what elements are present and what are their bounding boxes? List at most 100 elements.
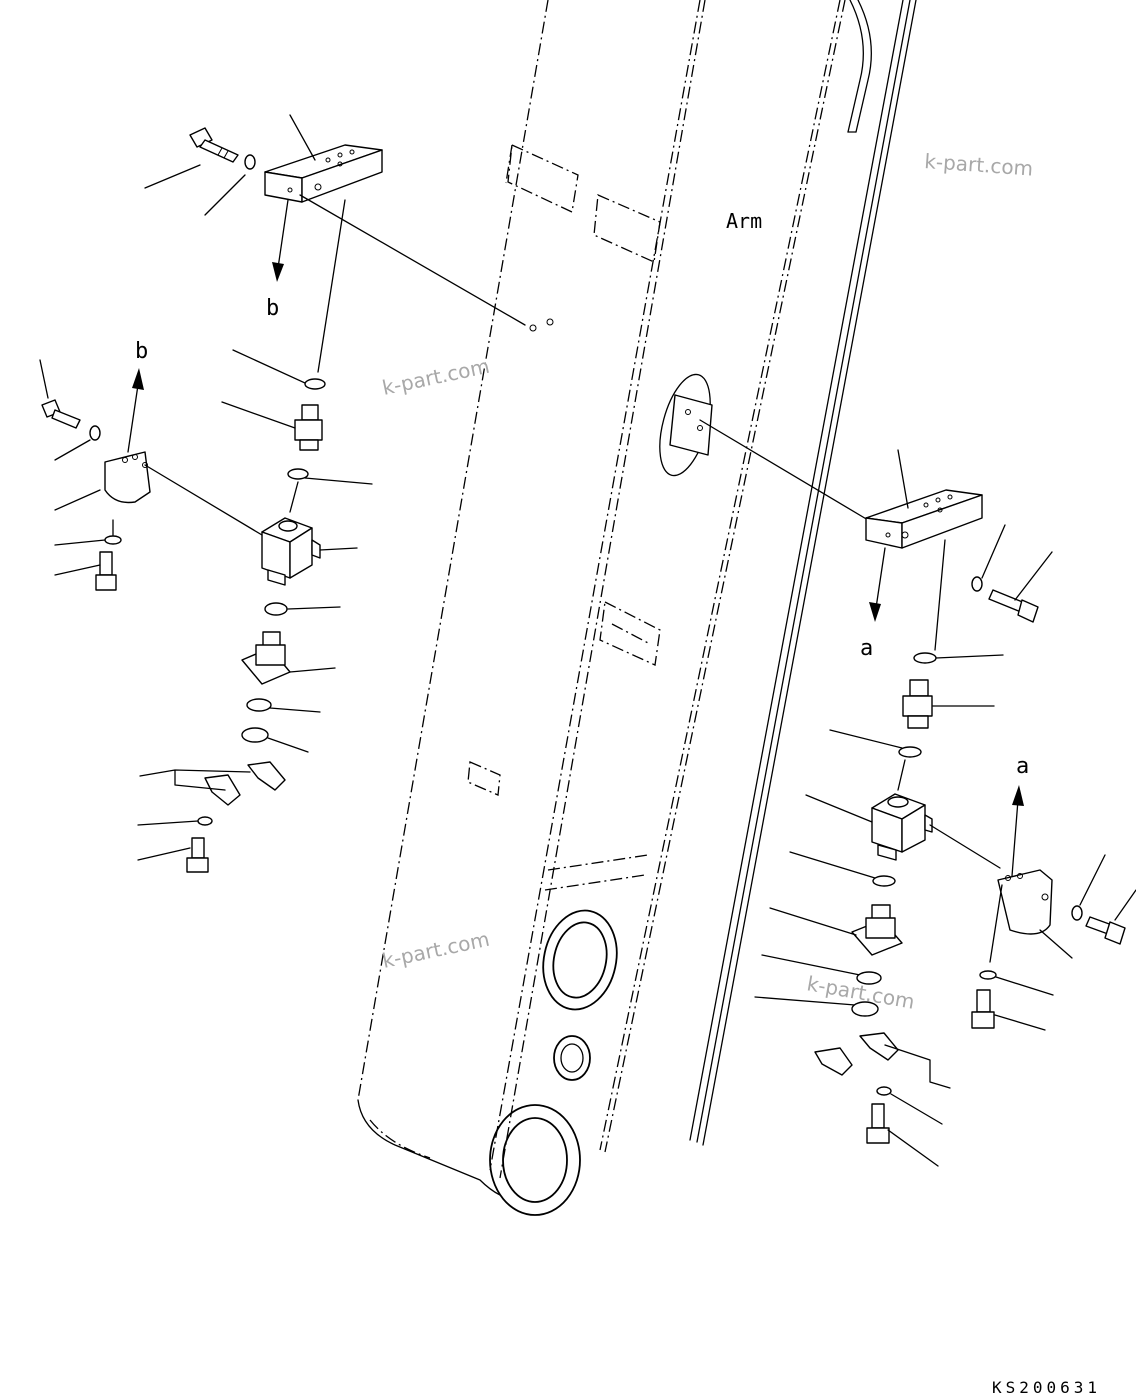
leader-line (989, 884, 1003, 963)
flange-fitting-right (851, 904, 903, 956)
leader-line (232, 349, 306, 384)
washer-small (104, 535, 122, 545)
adapter-right (902, 679, 933, 729)
label-a-upper-right: a (1016, 754, 1029, 779)
leader-line (137, 820, 199, 826)
bracket-plate-right (997, 869, 1053, 935)
arm-bracket-upper-2 (593, 194, 661, 263)
leader-line (981, 524, 1006, 579)
flange-fitting-left (241, 631, 291, 685)
arm-label: Arm (726, 209, 762, 233)
bolt-left (41, 399, 81, 429)
o-ring (287, 468, 309, 480)
leader-line (289, 481, 299, 513)
label-b-left: b (135, 339, 148, 364)
leader-line (929, 824, 1001, 869)
washer-small (876, 1086, 892, 1096)
label-b-upper: b (266, 296, 279, 321)
arm-outline (357, 0, 917, 1196)
leader-line (137, 847, 191, 861)
leader-line (897, 449, 909, 509)
leader-line (890, 1093, 943, 1125)
drawing-code: KS200631 (992, 1378, 1101, 1397)
leader-line (897, 759, 906, 791)
watermark: k-part.com (380, 927, 492, 973)
leader-line (754, 996, 856, 1006)
o-ring (872, 875, 896, 887)
o-ring (304, 378, 326, 390)
leader-line (1079, 854, 1106, 906)
leader-line (994, 1014, 1046, 1031)
leader-line (267, 737, 309, 753)
arm-bracket-mid (599, 601, 661, 666)
bolt-bracket-right (971, 989, 995, 1029)
manifold-block-right (865, 489, 983, 549)
arm-boss-small (553, 1035, 591, 1081)
washer-small (979, 970, 997, 980)
leader-line (39, 359, 49, 399)
split-flange-left (204, 761, 286, 806)
valve-right (871, 793, 933, 861)
adapter-upper-left (294, 404, 323, 451)
leader-line (829, 729, 903, 749)
arm-bracket-upper-1 (505, 144, 579, 213)
leader-bracket (884, 1044, 951, 1089)
arm-boss-large (542, 909, 618, 1011)
leader-line (287, 606, 341, 610)
manifold-block-upper (264, 144, 383, 203)
washer-small (197, 816, 213, 826)
arrow-a-up (1011, 785, 1024, 877)
leader-line (304, 477, 373, 485)
leader-line (1014, 551, 1053, 601)
seal (851, 1001, 879, 1017)
leader-line (319, 547, 358, 551)
watermark: k-part.com (380, 354, 492, 400)
arm-small-fitting (467, 761, 501, 796)
arrow-a-down (869, 547, 886, 622)
leader-line (761, 954, 861, 976)
leader-line (1039, 929, 1073, 959)
leader-line (54, 564, 101, 576)
arm-mount-hole (529, 324, 537, 332)
leader-line (769, 907, 857, 936)
bolt-upper-left (189, 127, 239, 163)
leader-line (269, 707, 321, 713)
leader-line (887, 1129, 939, 1167)
washer (89, 425, 101, 441)
o-ring (898, 746, 922, 758)
label-a-right: a (860, 636, 873, 661)
leader-line (54, 439, 91, 461)
leader-line (699, 419, 869, 521)
leader-line (934, 539, 946, 651)
split-flange-right (814, 1032, 899, 1076)
o-ring (856, 971, 882, 985)
bolt-flange-left (186, 837, 209, 873)
arm-mount-hole (546, 318, 554, 326)
arm-mounting-pad (659, 373, 713, 477)
bolt-right-lower (1085, 916, 1126, 945)
seal (241, 727, 269, 743)
leader-line (54, 539, 106, 546)
bolt-right (988, 589, 1039, 623)
leader-line (995, 976, 1054, 996)
leader-line (54, 489, 101, 511)
bracket-plate-left (104, 451, 151, 504)
leader-line (1114, 889, 1136, 921)
leader-lines-upper-left (144, 114, 526, 373)
washer (244, 154, 256, 170)
bolt-flange-right (866, 1103, 890, 1144)
o-ring (246, 698, 272, 712)
watermark: k-part.com (924, 149, 1034, 181)
leader-line (789, 851, 876, 879)
o-ring (264, 602, 288, 616)
leader-line (144, 464, 263, 536)
washer (1071, 905, 1083, 921)
leader-bracket (139, 769, 251, 791)
leader-line (935, 654, 1004, 659)
leader-line (221, 401, 296, 429)
leader-line (289, 667, 336, 673)
arrow-b-down (272, 199, 289, 282)
arm-pivot-pin (489, 1104, 581, 1216)
arrow-b-up (127, 368, 144, 453)
valve-upper-left (261, 517, 321, 586)
